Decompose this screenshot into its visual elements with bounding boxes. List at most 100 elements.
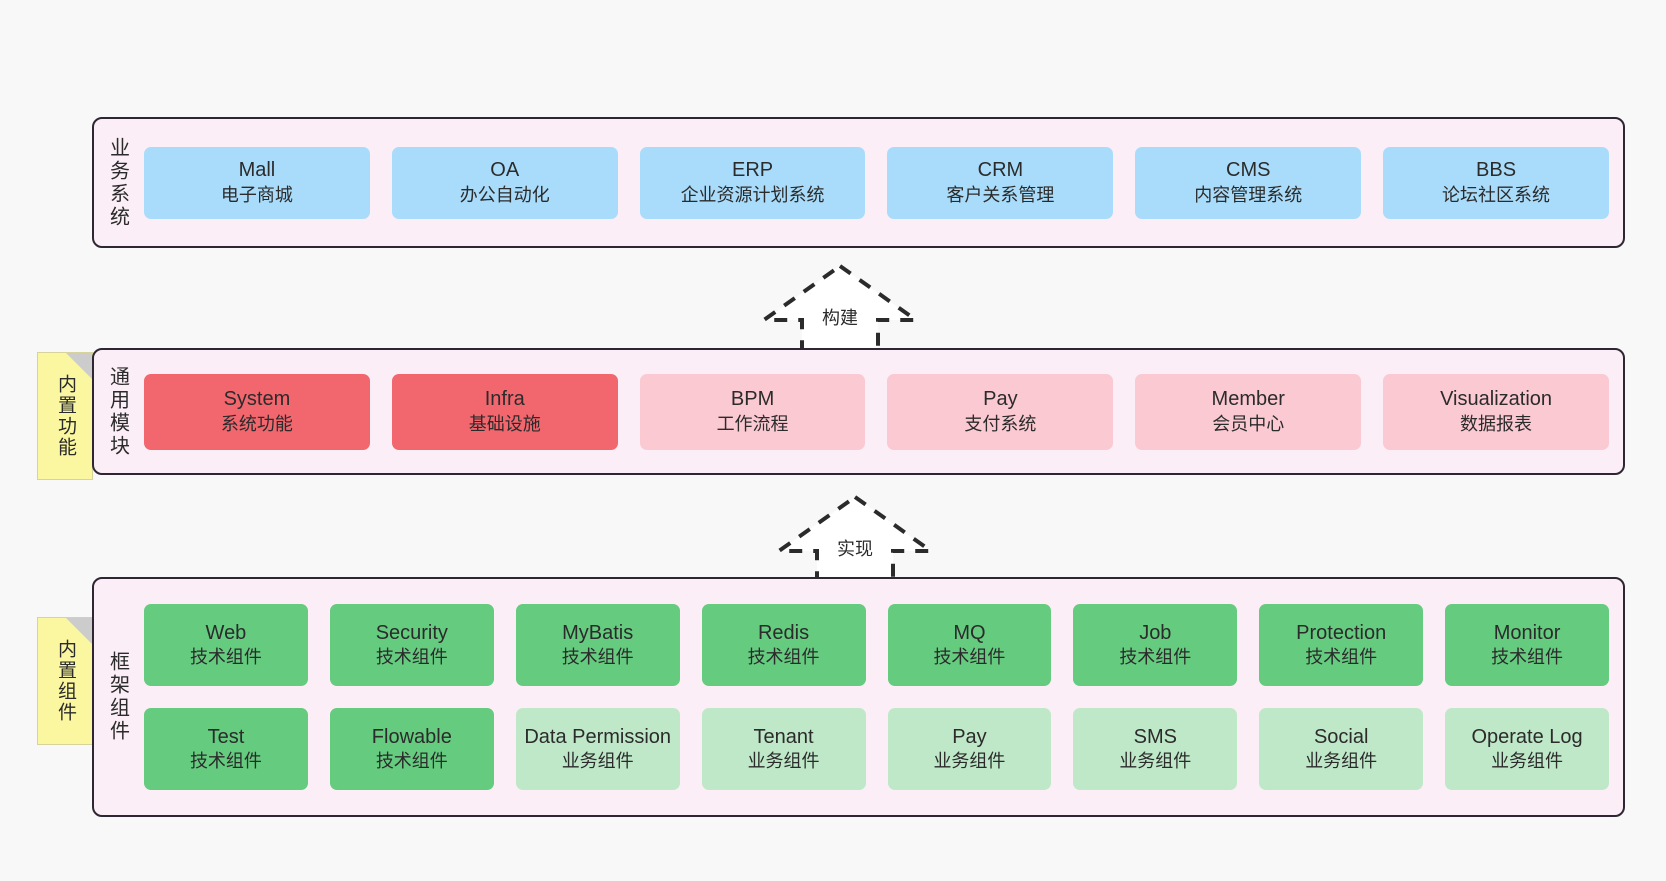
card-erp[interactable]: ERP 企业资源计划系统 <box>639 146 866 219</box>
card-subtitle: 技术组件 <box>1119 647 1192 668</box>
card-title: Flowable <box>371 725 452 748</box>
card-title: CMS <box>1226 159 1271 182</box>
card-flowable[interactable]: Flowable 技术组件 <box>329 708 494 790</box>
card-title: BPM <box>730 388 775 411</box>
card-job[interactable]: Job 技术组件 <box>1073 604 1238 686</box>
card-row: Test 技术组件 Flowable 技术组件 Data Permission … <box>144 708 1609 790</box>
card-row: Web 技术组件 Security 技术组件 MyBatis 技术组件 Redi… <box>144 604 1609 686</box>
card-subtitle: 业务组件 <box>561 751 634 772</box>
layer-common-module: 通用模块 System 系统功能 Infra 基础设施 BPM 工作流程 Pay… <box>92 348 1625 475</box>
layer-body-common-module: System 系统功能 Infra 基础设施 BPM 工作流程 Pay 支付系统… <box>140 350 1623 473</box>
card-subtitle: 技术组件 <box>375 647 448 668</box>
card-title: Test <box>207 725 245 748</box>
card-title: Infra <box>484 388 525 411</box>
card-subtitle: 数据报表 <box>1460 413 1533 434</box>
card-subtitle: 电子商城 <box>220 184 293 205</box>
card-cms[interactable]: CMS 内容管理系统 <box>1135 146 1362 219</box>
card-title: Data Permission <box>524 725 672 748</box>
card-pay[interactable]: Pay 支付系统 <box>887 373 1114 450</box>
card-subtitle: 技术组件 <box>189 647 262 668</box>
card-title: Tenant <box>753 725 814 748</box>
card-subtitle: 业务组件 <box>1305 751 1378 772</box>
layer-title-framework-component: 框架组件 <box>106 651 129 743</box>
card-row: Mall 电子商城 OA 办公自动化 ERP 企业资源计划系统 CRM 客户关系… <box>144 146 1609 219</box>
card-member[interactable]: Member 会员中心 <box>1135 373 1362 450</box>
card-subtitle: 技术组件 <box>189 751 262 772</box>
card-subtitle: 技术组件 <box>933 647 1006 668</box>
card-title: SMS <box>1133 725 1177 748</box>
card-subtitle: 工作流程 <box>716 413 789 434</box>
card-title: Operate Log <box>1471 725 1583 748</box>
layer-body-business-system: Mall 电子商城 OA 办公自动化 ERP 企业资源计划系统 CRM 客户关系… <box>140 119 1623 246</box>
card-title: Mall <box>238 159 276 182</box>
card-subtitle: 系统功能 <box>220 413 293 434</box>
note-builtin-function: 内置功能 <box>37 352 93 480</box>
note-label: 内置功能 <box>54 374 76 458</box>
card-subtitle: 业务组件 <box>747 751 820 772</box>
note-label: 内置组件 <box>54 639 76 723</box>
card-subtitle: 会员中心 <box>1212 413 1285 434</box>
card-subtitle: 业务组件 <box>1119 751 1192 772</box>
card-title: ERP <box>732 159 774 182</box>
card-social[interactable]: Social 业务组件 <box>1259 708 1424 790</box>
card-title: CRM <box>977 159 1024 182</box>
card-operate-log[interactable]: Operate Log 业务组件 <box>1445 708 1609 790</box>
card-monitor[interactable]: Monitor 技术组件 <box>1445 604 1609 686</box>
card-title: Web <box>205 621 247 644</box>
card-subtitle: 技术组件 <box>375 751 448 772</box>
layer-title-common-module: 通用模块 <box>106 365 129 458</box>
connector-build: 构建 <box>757 262 923 357</box>
card-title: Visualization <box>1440 388 1553 411</box>
layer-body-framework-component: Web 技术组件 Security 技术组件 MyBatis 技术组件 Redi… <box>140 579 1623 815</box>
card-subtitle: 技术组件 <box>747 647 820 668</box>
card-title: Monitor <box>1493 621 1561 644</box>
card-title: Member <box>1211 388 1285 411</box>
card-infra[interactable]: Infra 基础设施 <box>391 373 618 450</box>
card-subtitle: 办公自动化 <box>459 184 550 205</box>
card-security[interactable]: Security 技术组件 <box>329 604 494 686</box>
card-row: System 系统功能 Infra 基础设施 BPM 工作流程 Pay 支付系统… <box>144 373 1609 450</box>
note-builtin-component: 内置组件 <box>37 617 93 745</box>
card-bpm[interactable]: BPM 工作流程 <box>639 373 866 450</box>
card-title: OA <box>490 159 520 182</box>
card-title: BBS <box>1476 159 1517 182</box>
card-mybatis[interactable]: MyBatis 技术组件 <box>515 604 680 686</box>
card-system[interactable]: System 系统功能 <box>144 373 370 450</box>
card-data-permission[interactable]: Data Permission 业务组件 <box>515 708 680 790</box>
layer-framework-component: 框架组件 Web 技术组件 Security 技术组件 MyBatis 技术组件… <box>92 577 1625 817</box>
card-protection[interactable]: Protection 技术组件 <box>1259 604 1424 686</box>
connector-implement: 实现 <box>772 493 938 588</box>
card-mall[interactable]: Mall 电子商城 <box>144 146 370 219</box>
card-test[interactable]: Test 技术组件 <box>144 708 308 790</box>
card-redis[interactable]: Redis 技术组件 <box>701 604 866 686</box>
card-mq[interactable]: MQ 技术组件 <box>887 604 1052 686</box>
card-subtitle: 内容管理系统 <box>1194 184 1303 205</box>
card-title: Job <box>1139 621 1172 644</box>
card-title: System <box>223 388 291 411</box>
card-subtitle: 业务组件 <box>933 751 1006 772</box>
card-visualization[interactable]: Visualization 数据报表 <box>1383 373 1609 450</box>
card-title: Social <box>1313 725 1369 748</box>
card-oa[interactable]: OA 办公自动化 <box>391 146 618 219</box>
card-web[interactable]: Web 技术组件 <box>144 604 308 686</box>
card-subtitle: 论坛社区系统 <box>1442 184 1551 205</box>
card-bbs[interactable]: BBS 论坛社区系统 <box>1383 146 1609 219</box>
card-sms[interactable]: SMS 业务组件 <box>1073 708 1238 790</box>
card-subtitle: 技术组件 <box>1491 647 1564 668</box>
card-title: Security <box>375 621 448 644</box>
card-pay-business[interactable]: Pay 业务组件 <box>887 708 1052 790</box>
card-subtitle: 技术组件 <box>561 647 634 668</box>
card-subtitle: 基础设施 <box>468 413 541 434</box>
card-tenant[interactable]: Tenant 业务组件 <box>701 708 866 790</box>
card-title: Pay <box>952 725 987 748</box>
card-title: MyBatis <box>562 621 634 644</box>
card-subtitle: 技术组件 <box>1305 647 1378 668</box>
card-title: Pay <box>983 388 1018 411</box>
layer-business-system: 业务系统 Mall 电子商城 OA 办公自动化 ERP 企业资源计划系统 CRM… <box>92 117 1625 248</box>
card-subtitle: 企业资源计划系统 <box>680 184 825 205</box>
card-subtitle: 客户关系管理 <box>946 184 1055 205</box>
card-title: Protection <box>1296 621 1387 644</box>
card-crm[interactable]: CRM 客户关系管理 <box>887 146 1114 219</box>
card-title: MQ <box>953 621 986 644</box>
